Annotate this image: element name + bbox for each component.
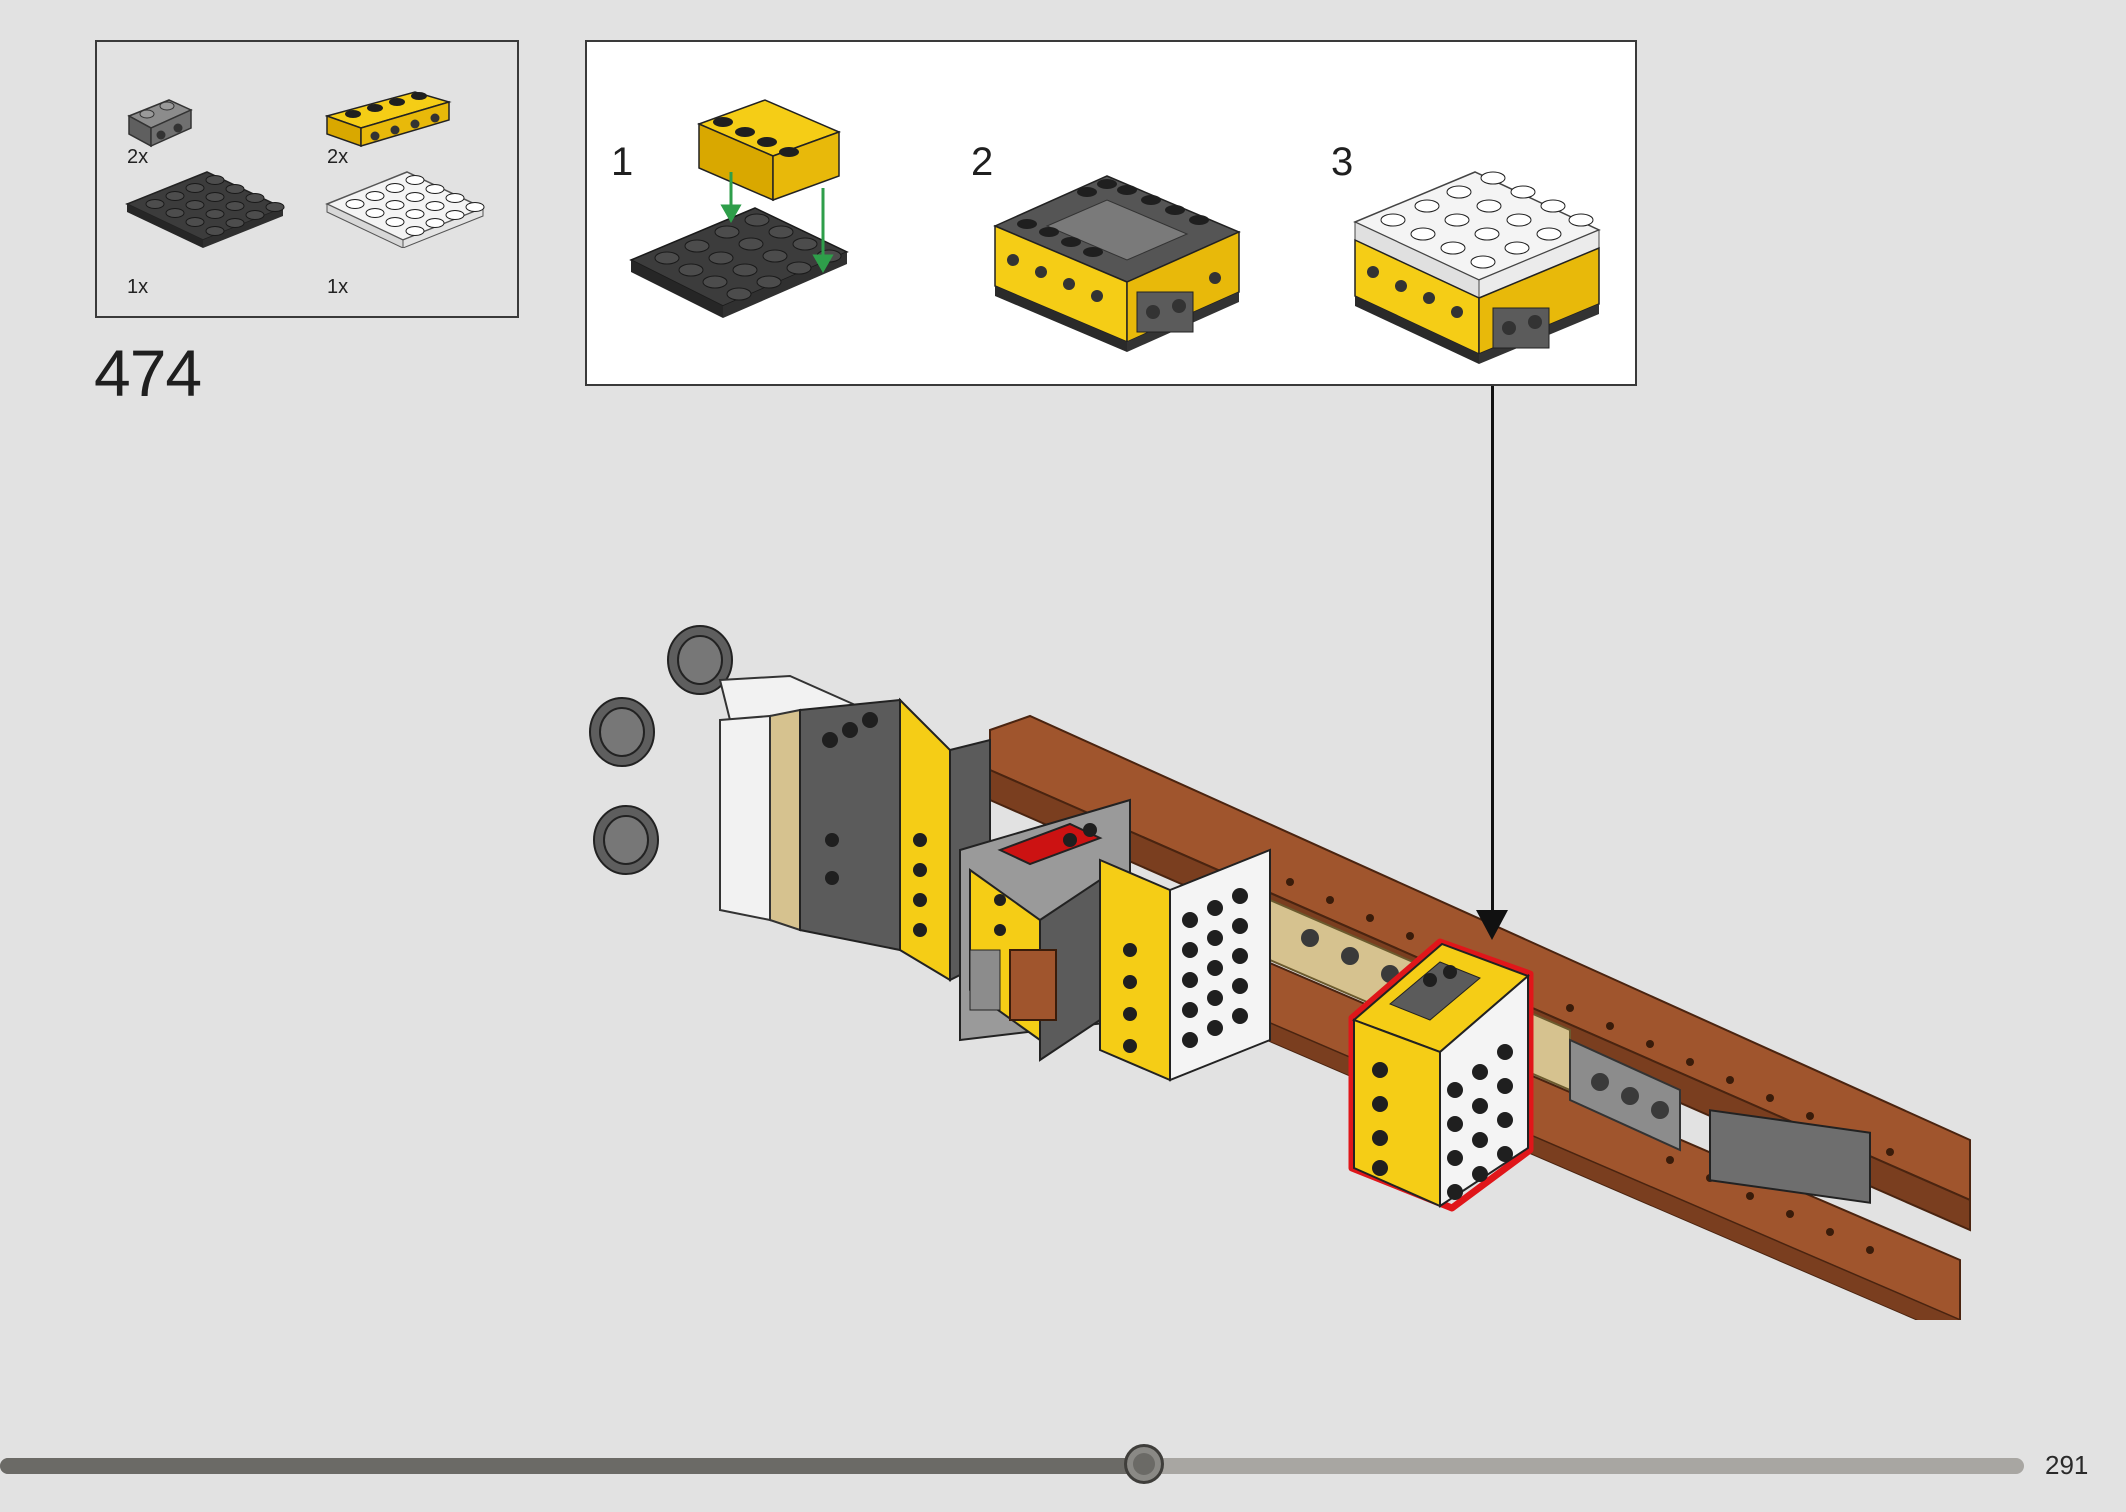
progress-fill xyxy=(0,1458,1144,1474)
new-sub-assembly-highlight xyxy=(1348,938,1534,1212)
substep-3-illustration xyxy=(1347,138,1607,373)
progress-knob xyxy=(1124,1444,1164,1484)
qty-white-plate: 1x xyxy=(327,276,349,298)
thrusters xyxy=(589,625,733,875)
rear-block xyxy=(718,674,991,982)
page-number: 291 xyxy=(2045,1450,2089,1480)
connector-arrowhead xyxy=(1476,910,1508,940)
part-black-plate xyxy=(125,168,285,248)
yellow-brick-shape xyxy=(696,99,842,202)
substep-1-illustration xyxy=(627,60,857,375)
main-model-illustration xyxy=(570,620,1990,1331)
substep-number-2: 2 xyxy=(971,140,994,184)
black-plate-shape xyxy=(629,207,849,318)
part-white-plate xyxy=(325,168,485,248)
part-gray-technic-brick xyxy=(125,88,195,148)
part-yellow-technic-brick xyxy=(325,90,455,150)
substep-2-illustration xyxy=(987,142,1247,367)
qty-yellow-technic-brick: 2x xyxy=(327,146,349,168)
step-number: 474 xyxy=(94,336,202,410)
parts-list: 2x 2x 1x xyxy=(95,40,519,318)
page-progress-bar xyxy=(0,1444,2030,1484)
substep-number-1: 1 xyxy=(611,140,634,184)
qty-gray-technic-brick: 2x xyxy=(127,146,149,168)
middle-block xyxy=(959,798,1271,1082)
sub-assembly-callout: 1 2 3 xyxy=(585,40,1637,386)
substep-number-3: 3 xyxy=(1331,140,1354,184)
qty-black-plate: 1x xyxy=(127,276,149,298)
callout-connector-line xyxy=(1491,386,1494,921)
